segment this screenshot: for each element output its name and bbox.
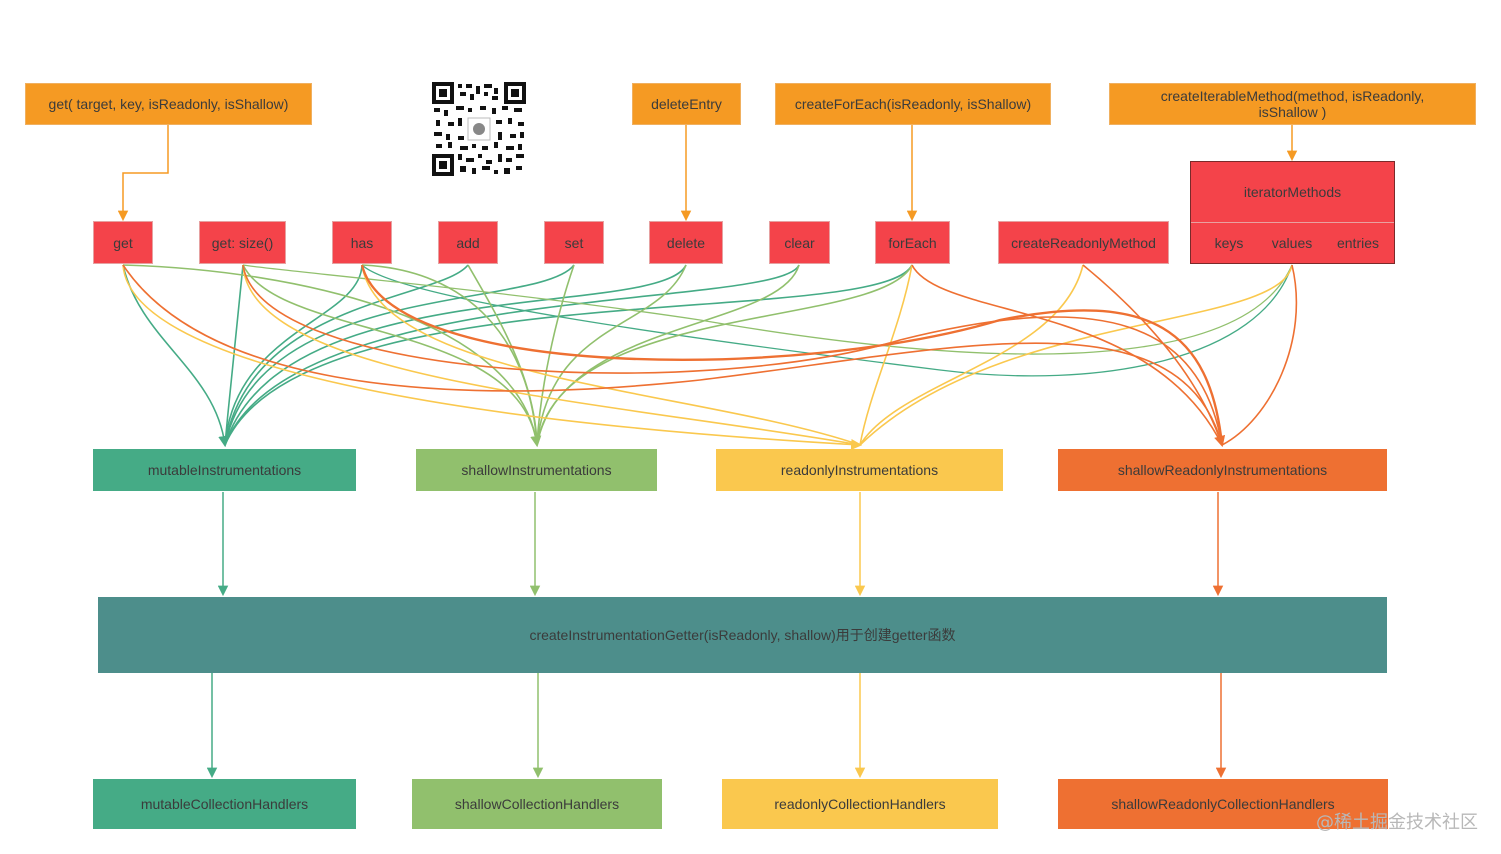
readonly-collection-handlers-label: readonlyCollectionHandlers xyxy=(774,796,946,812)
get-function-box[interactable]: get( target, key, isReadonly, isShallow) xyxy=(25,83,312,125)
method-add-label: add xyxy=(456,234,480,251)
instrumentation-getter-label: createInstrumentationGetter(isReadonly, … xyxy=(529,627,956,643)
readonly-curves xyxy=(122,264,1293,451)
readonly-instrumentations-box[interactable]: readonlyInstrumentations xyxy=(716,449,1003,491)
method-for-each-label: forEach xyxy=(888,234,937,251)
method-delete-label: delete xyxy=(666,234,706,251)
mutable-curves xyxy=(122,264,1293,448)
delete-entry-label: deleteEntry xyxy=(651,96,722,112)
iterator-keys[interactable]: keys xyxy=(1214,235,1244,251)
readonly-collection-handlers-box[interactable]: readonlyCollectionHandlers xyxy=(722,779,998,829)
shallow-readonly-instrumentations-label: shallowReadonlyInstrumentations xyxy=(1117,462,1328,478)
source-connectors xyxy=(117,125,1298,222)
iterator-entries[interactable]: entries xyxy=(1336,235,1380,251)
method-has-label: has xyxy=(350,234,374,251)
shallow-collection-handlers-box[interactable]: shallowCollectionHandlers xyxy=(412,779,662,829)
method-for-each-box[interactable]: forEach xyxy=(875,221,950,264)
mutable-collection-handlers-label: mutableCollectionHandlers xyxy=(140,796,309,812)
shallow-instrumentations-label: shallowInstrumentations xyxy=(461,462,612,478)
iterator-values[interactable]: values xyxy=(1271,235,1313,251)
method-clear-box[interactable]: clear xyxy=(769,221,830,264)
method-add-box[interactable]: add xyxy=(438,221,498,264)
method-has-box[interactable]: has xyxy=(332,221,392,264)
shallow-readonly-curves xyxy=(122,264,1298,448)
method-clear-label: clear xyxy=(784,234,815,251)
create-iterable-method-box[interactable]: createIterableMethod(method, isReadonly,… xyxy=(1109,83,1476,125)
get-fn-to-get-arrow xyxy=(117,125,169,222)
qr-code-icon xyxy=(432,82,526,176)
iterator-methods-box[interactable]: iteratorMethods keys values entries xyxy=(1190,161,1395,264)
create-iterable-method-label: createIterableMethod(method, isReadonly,… xyxy=(1160,88,1425,120)
shallow-collection-handlers-label: shallowCollectionHandlers xyxy=(454,796,620,812)
shallow-instrumentations-box[interactable]: shallowInstrumentations xyxy=(416,449,657,491)
method-size-label: get: size() xyxy=(211,234,274,251)
get-function-label: get( target, key, isReadonly, isShallow) xyxy=(48,96,289,112)
method-create-readonly-label: createReadonlyMethod xyxy=(1011,234,1156,251)
method-create-readonly-box[interactable]: createReadonlyMethod xyxy=(998,221,1169,264)
readonly-instrumentations-label: readonlyInstrumentations xyxy=(780,462,939,478)
shallow-readonly-instrumentations-box[interactable]: shallowReadonlyInstrumentations xyxy=(1058,449,1387,491)
method-delete-box[interactable]: delete xyxy=(649,221,723,264)
create-for-each-box[interactable]: createForEach(isReadonly, isShallow) xyxy=(775,83,1051,125)
mutable-instrumentations-label: mutableInstrumentations xyxy=(147,462,302,478)
method-set-box[interactable]: set xyxy=(544,221,604,264)
shallow-readonly-collection-handlers-box[interactable]: shallowReadonlyCollectionHandlers xyxy=(1058,779,1388,829)
instrumentation-to-getter-arrows xyxy=(217,492,1224,597)
iterator-methods-title: iteratorMethods xyxy=(1191,162,1394,223)
method-set-label: set xyxy=(564,234,584,251)
instrumentation-getter-box[interactable]: createInstrumentationGetter(isReadonly, … xyxy=(98,597,1387,673)
delete-entry-box[interactable]: deleteEntry xyxy=(632,83,741,125)
mutable-instrumentations-box[interactable]: mutableInstrumentations xyxy=(93,449,356,491)
shallow-readonly-collection-handlers-label: shallowReadonlyCollectionHandlers xyxy=(1111,796,1335,812)
method-get-box[interactable]: get xyxy=(93,221,153,264)
getter-to-handlers-arrows xyxy=(206,673,1227,779)
watermark: @稀土掘金技术社区 xyxy=(1316,812,1478,833)
method-get-label: get xyxy=(113,234,133,251)
mutable-collection-handlers-box[interactable]: mutableCollectionHandlers xyxy=(93,779,356,829)
create-for-each-label: createForEach(isReadonly, isShallow) xyxy=(794,96,1032,112)
method-size-box[interactable]: get: size() xyxy=(199,221,286,264)
shallow-curves xyxy=(122,264,1293,448)
